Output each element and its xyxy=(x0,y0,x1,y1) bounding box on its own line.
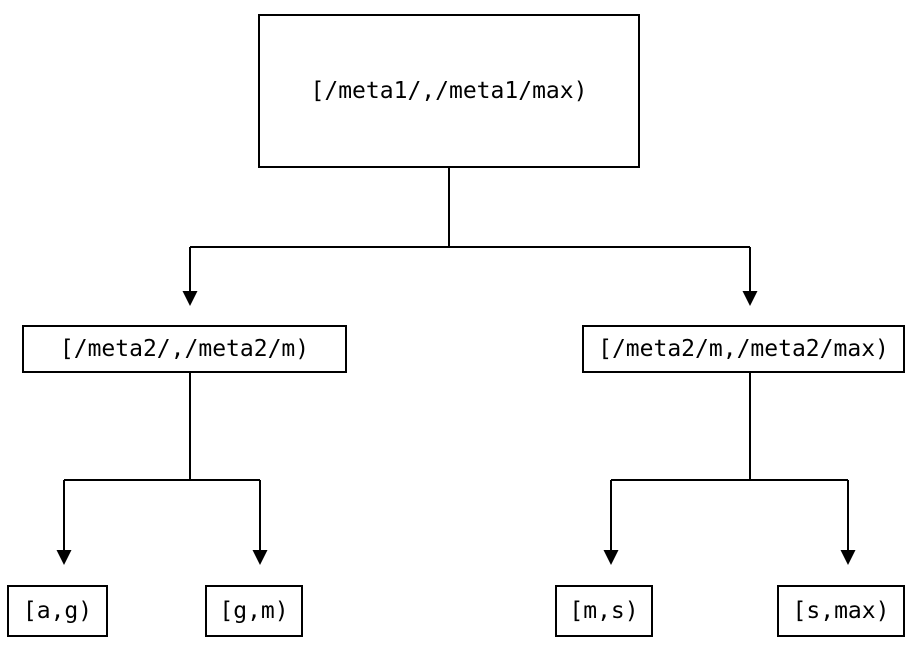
arrowhead-icon xyxy=(182,291,198,306)
arrowhead-icon xyxy=(56,550,72,565)
node-leaf-ms-label: [m,s) xyxy=(569,597,639,624)
arrowhead-icon xyxy=(742,291,758,306)
node-root: [/meta1/,/meta1/max) xyxy=(258,14,640,168)
node-meta2-left-label: [/meta2/,/meta2/m) xyxy=(59,335,310,362)
node-meta2-left: [/meta2/,/meta2/m) xyxy=(22,325,347,373)
arrowhead-icon xyxy=(603,550,619,565)
node-meta2-right: [/meta2/m,/meta2/max) xyxy=(582,325,905,373)
node-root-label: [/meta1/,/meta1/max) xyxy=(310,77,588,104)
node-leaf-ag-label: [a,g) xyxy=(22,597,93,624)
node-meta2-right-label: [/meta2/m,/meta2/max) xyxy=(598,335,889,362)
node-leaf-smax: [s,max) xyxy=(777,585,905,637)
arrowhead-icon xyxy=(840,550,856,565)
node-leaf-gm: [g,m) xyxy=(205,585,303,637)
node-leaf-smax-label: [s,max) xyxy=(792,597,890,624)
node-leaf-gm-label: [g,m) xyxy=(219,597,289,624)
node-leaf-ms: [m,s) xyxy=(555,585,653,637)
arrowhead-icon xyxy=(252,550,268,565)
node-leaf-ag: [a,g) xyxy=(7,585,108,637)
